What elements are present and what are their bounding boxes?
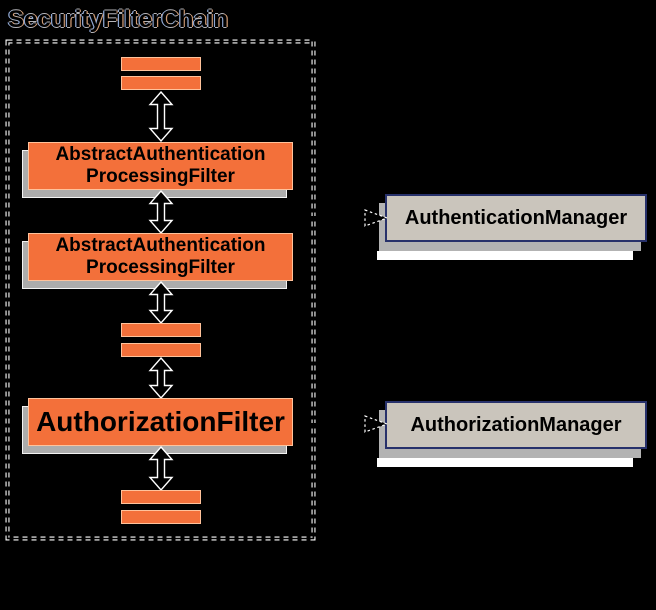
authentication-manager-label: AuthenticationManager xyxy=(404,206,628,229)
security-filter-chain-title: SecurityFilterChain xyxy=(8,6,229,33)
filter-label-line2: ProcessingFilter xyxy=(86,257,235,278)
authorization-filter-box: AuthorizationFilter xyxy=(28,398,293,446)
filter-placeholder-bar xyxy=(121,490,201,504)
authorization-filter-label: AuthorizationFilter xyxy=(36,406,285,437)
shadow-highlight-strip xyxy=(377,458,633,467)
right-arrowhead-icon xyxy=(364,209,388,227)
security-filter-chain-boundary xyxy=(5,39,316,541)
filter-placeholder-bar xyxy=(121,323,201,337)
authorization-manager-box: AuthorizationManager xyxy=(385,401,647,449)
filter-label-line1: AbstractAuthentication xyxy=(55,235,266,256)
abstract-authentication-processing-filter-2: AbstractAuthentication ProcessingFilter xyxy=(28,233,293,281)
filter-label-line1: AbstractAuthentication xyxy=(55,144,266,165)
filter-placeholder-bar xyxy=(121,343,201,357)
bidirectional-arrow-icon xyxy=(148,190,174,234)
bidirectional-arrow-icon xyxy=(148,281,174,324)
delegation-line xyxy=(293,216,365,219)
filter-placeholder-bar xyxy=(121,76,201,90)
bidirectional-arrow-icon xyxy=(148,91,174,142)
dashed-border-core xyxy=(6,40,315,540)
filter-placeholder-bar xyxy=(121,57,201,71)
authorization-manager-label: AuthorizationManager xyxy=(410,413,622,436)
authentication-manager-box: AuthenticationManager xyxy=(385,194,647,242)
bidirectional-arrow-icon xyxy=(148,446,174,491)
filter-placeholder-bar xyxy=(121,510,201,524)
shadow-highlight-strip xyxy=(377,251,633,260)
bidirectional-arrow-icon xyxy=(148,357,174,399)
right-arrowhead-icon xyxy=(364,415,388,433)
abstract-authentication-processing-filter-1: AbstractAuthentication ProcessingFilter xyxy=(28,142,293,190)
filter-label-line2: ProcessingFilter xyxy=(86,166,235,187)
delegation-line xyxy=(293,423,365,426)
